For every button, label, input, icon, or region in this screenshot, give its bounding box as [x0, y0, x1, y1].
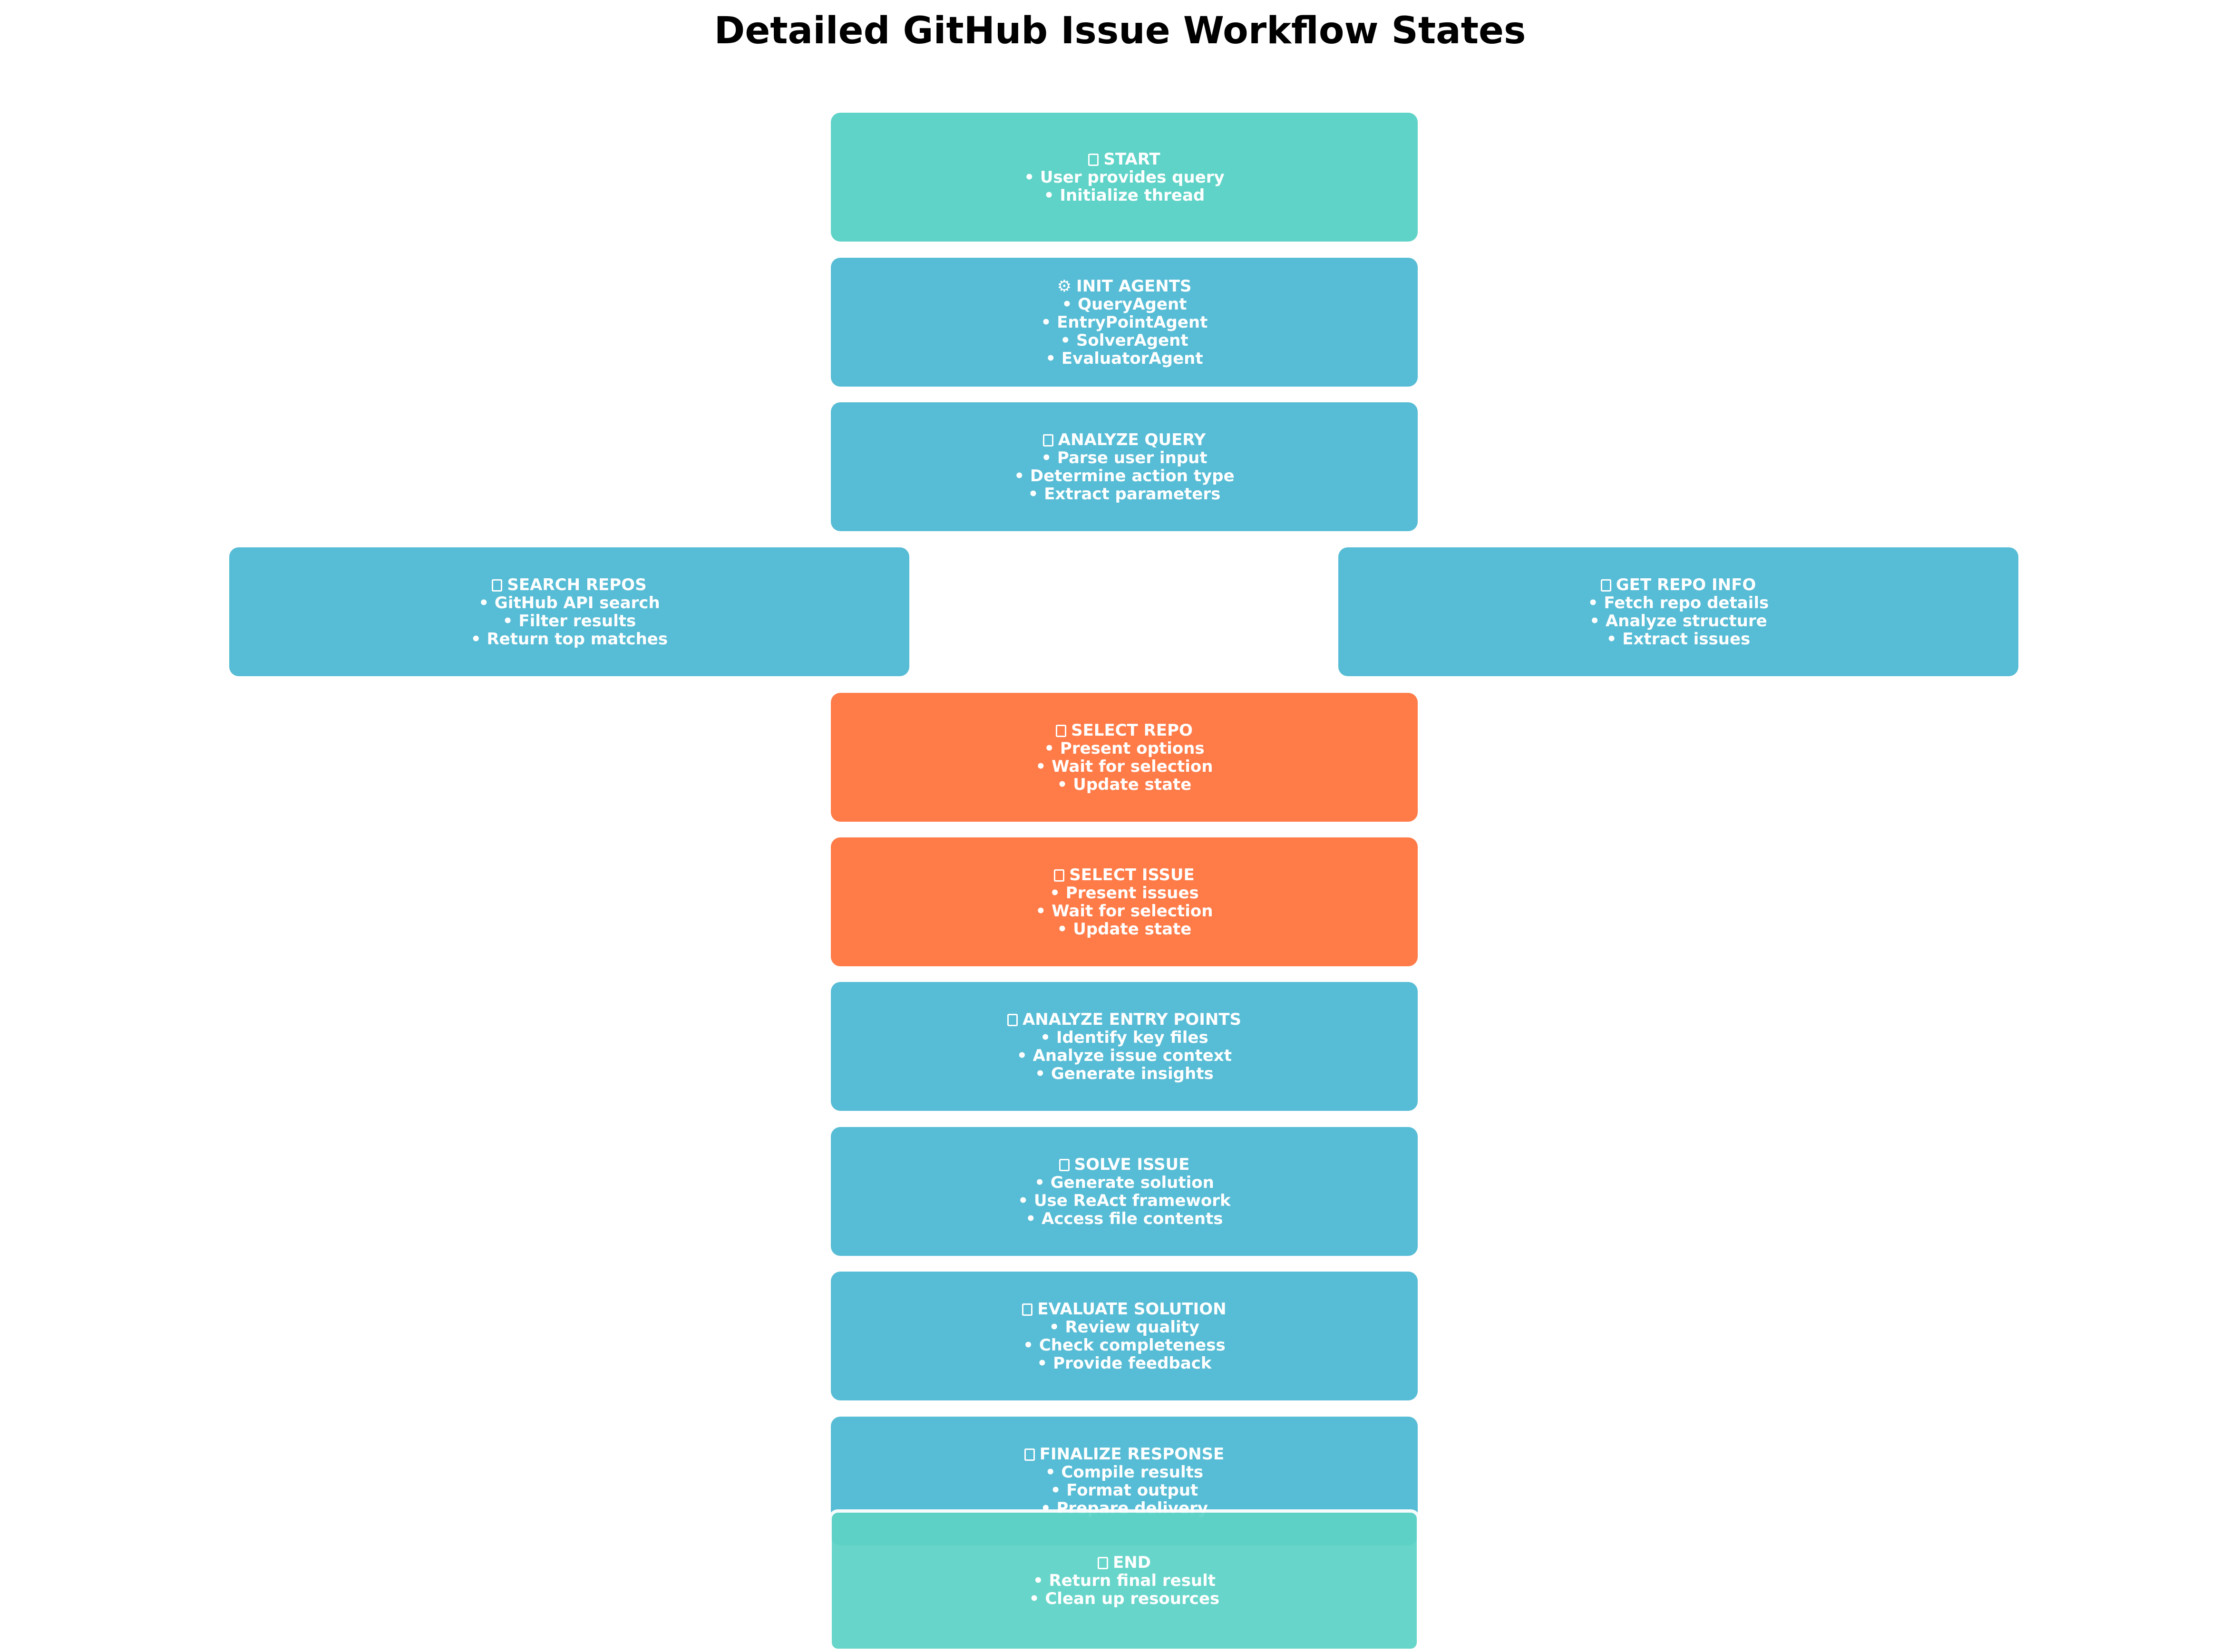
state-select-issue-bullet: • Present issues	[1050, 883, 1199, 903]
state-solve-issue-bullet: • Access file contents	[1025, 1209, 1223, 1228]
state-search-repos-label: SEARCH REPOS	[507, 575, 647, 594]
state-init-agents-bullet: • EntryPointAgent	[1041, 312, 1208, 332]
state-evaluate-solution-bullet: • Check completeness	[1023, 1335, 1226, 1355]
state-start-bullet: • User provides query	[1024, 167, 1225, 187]
box-icon	[1022, 1303, 1033, 1316]
state-solve-issue-label: SOLVE ISSUE	[1074, 1155, 1190, 1174]
box-icon	[1007, 1013, 1018, 1026]
state-select-issue-label: SELECT ISSUE	[1069, 865, 1195, 884]
state-end-bullet: • Return final result	[1032, 1571, 1216, 1590]
state-get-repo-info-bullet: • Fetch repo details	[1587, 593, 1769, 612]
state-select-repo-bullet: • Update state	[1057, 775, 1192, 794]
state-finalize-response-label: FINALIZE RESPONSE	[1039, 1444, 1225, 1464]
diagram-title: Detailed GitHub Issue Workflow States	[714, 10, 1526, 52]
state-search-repos-bullet: • Return top matches	[470, 629, 668, 649]
box-icon	[492, 579, 503, 592]
state-search-repos-bullet: • GitHub API search	[478, 593, 660, 612]
state-select-repo-bullet: • Wait for selection	[1035, 757, 1213, 776]
state-select-issue-bullet: • Update state	[1057, 919, 1192, 939]
state-evaluate-solution-label: EVALUATE SOLUTION	[1037, 1299, 1227, 1319]
state-analyze-query-bullet: • Extract parameters	[1028, 484, 1221, 504]
box-icon	[1024, 1448, 1035, 1461]
box-icon	[1088, 153, 1099, 166]
state-select-repo-bullet: • Present options	[1044, 739, 1205, 758]
state-solve-issue: SOLVE ISSUE • Generate solution • Use Re…	[831, 1127, 1418, 1256]
state-analyze-query-bullet: • Determine action type	[1014, 466, 1235, 486]
state-evaluate-solution-bullet: • Provide feedback	[1037, 1353, 1212, 1373]
state-search-repos: SEARCH REPOS • GitHub API search • Filte…	[229, 547, 909, 676]
state-analyze-entry-points: ANALYZE ENTRY POINTS • Identify key file…	[831, 982, 1418, 1111]
state-init-agents: ⚙INIT AGENTS • QueryAgent • EntryPointAg…	[831, 258, 1418, 387]
box-icon	[1098, 1557, 1109, 1569]
state-init-agents-bullet: • SolverAgent	[1060, 330, 1188, 350]
state-get-repo-info-bullet: • Analyze structure	[1589, 611, 1767, 631]
state-select-issue-bullet: • Wait for selection	[1035, 901, 1213, 921]
state-select-repo-label: SELECT REPO	[1071, 720, 1193, 740]
state-start: START • User provides query • Initialize…	[831, 113, 1418, 242]
state-evaluate-solution-bullet: • Review quality	[1049, 1317, 1200, 1337]
state-init-agents-bullet: • QueryAgent	[1062, 294, 1187, 314]
gear-icon: ⚙	[1057, 276, 1072, 296]
box-icon	[1059, 1158, 1070, 1171]
state-end: END • Return final result • Clean up res…	[828, 1509, 1420, 1652]
state-analyze-entry-points-label: ANALYZE ENTRY POINTS	[1022, 1010, 1242, 1029]
state-select-issue: SELECT ISSUE • Present issues • Wait for…	[831, 837, 1418, 966]
state-init-agents-label: INIT AGENTS	[1076, 276, 1192, 296]
state-start-label: START	[1103, 149, 1160, 169]
state-analyze-query-label: ANALYZE QUERY	[1058, 430, 1206, 449]
state-search-repos-bullet: • Filter results	[502, 611, 636, 631]
state-solve-issue-bullet: • Generate solution	[1034, 1173, 1214, 1192]
state-end-bullet: • Clean up resources	[1029, 1589, 1220, 1608]
state-get-repo-info-label: GET REPO INFO	[1616, 575, 1756, 594]
state-analyze-query: ANALYZE QUERY • Parse user input • Deter…	[831, 402, 1418, 531]
state-evaluate-solution: EVALUATE SOLUTION • Review quality • Che…	[831, 1272, 1418, 1400]
state-start-bullet: • Initialize thread	[1043, 185, 1205, 205]
state-analyze-entry-points-bullet: • Analyze issue context	[1017, 1046, 1232, 1065]
state-finalize-response-bullet: • Format output	[1050, 1480, 1198, 1500]
state-analyze-entry-points-bullet: • Identify key files	[1040, 1028, 1208, 1047]
state-finalize-response-bullet: • Compile results	[1045, 1462, 1204, 1482]
box-icon	[1042, 434, 1053, 447]
state-get-repo-info-bullet: • Extract issues	[1606, 629, 1751, 649]
state-analyze-query-bullet: • Parse user input	[1041, 448, 1208, 467]
box-icon	[1600, 579, 1611, 592]
box-icon	[1056, 724, 1067, 737]
state-solve-issue-bullet: • Use ReAct framework	[1018, 1191, 1231, 1210]
state-init-agents-bullet: • EvaluatorAgent	[1045, 349, 1203, 368]
state-analyze-entry-points-bullet: • Generate insights	[1035, 1064, 1214, 1083]
box-icon	[1054, 869, 1065, 882]
state-end-label: END	[1113, 1553, 1151, 1572]
state-select-repo: SELECT REPO • Present options • Wait for…	[831, 693, 1418, 822]
state-get-repo-info: GET REPO INFO • Fetch repo details • Ana…	[1338, 547, 2018, 676]
